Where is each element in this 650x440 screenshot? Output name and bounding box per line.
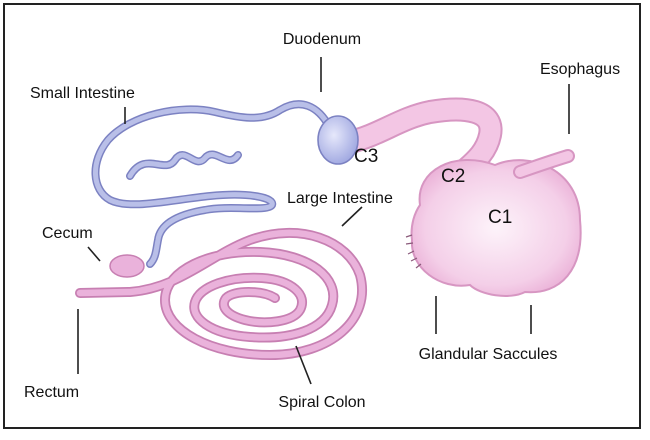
cecum-shape [109,254,145,278]
spiral-colon-label: Spiral Colon [278,394,365,411]
large-intestine-label: Large Intestine [287,190,393,207]
cecum-label: Cecum [42,225,93,242]
esophagus-label: Esophagus [540,61,620,78]
stomach-c1-shape [410,159,582,297]
cecum-leader [87,246,101,262]
frame-border [3,3,641,429]
stomach-tube-shape [338,97,503,187]
duodenum-label: Duodenum [283,31,361,48]
rectum-label: Rectum [24,384,79,401]
esophagus-tube-shape [513,149,575,179]
c3-label: C3 [354,146,378,167]
duodenum-bulb-shape [317,115,359,165]
spiral-colon-leader [295,345,312,385]
small-intestine-shape [91,100,334,268]
small-intestine-label: Small Intestine [30,85,135,102]
c2-label: C2 [441,166,465,187]
c1-label: C1 [488,207,512,228]
saccules-fringe [405,234,422,269]
spiral-colon-shape [75,227,367,360]
glandular-saccules-label: Glandular Saccules [419,346,558,363]
large-intestine-leader [341,206,363,227]
